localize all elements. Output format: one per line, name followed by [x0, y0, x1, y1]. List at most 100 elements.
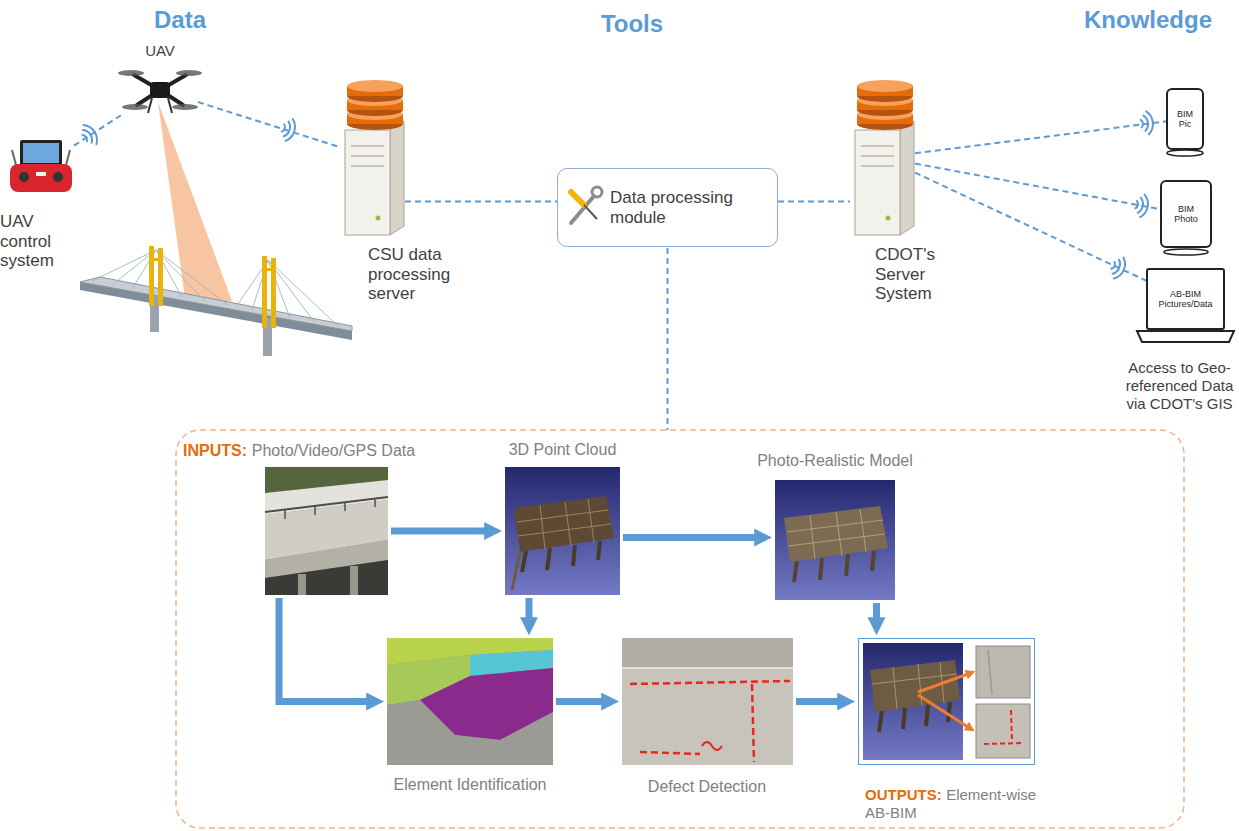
node-label: BIM Pic: [1174, 109, 1196, 130]
drone-icon: [122, 104, 148, 110]
process-arrow: [391, 528, 486, 535]
bridge-illustration: [268, 260, 340, 328]
bridge-illustration: [158, 248, 163, 306]
controller-icon: [10, 140, 72, 192]
defect-detection-image: [630, 681, 790, 684]
bridge-illustration: [156, 250, 228, 305]
point-cloud-image: [588, 499, 594, 542]
tools-icon: [571, 192, 584, 205]
output-model-image: [893, 667, 897, 709]
controller-icon: [12, 150, 16, 165]
uav-beam: [158, 102, 232, 306]
controller-icon: [53, 172, 63, 182]
bridge-illustration: [149, 246, 154, 306]
bridge-illustration: [262, 268, 276, 271]
process-arrow: [796, 698, 839, 705]
photo-realistic-image: [860, 509, 866, 552]
drone-icon: [118, 70, 202, 113]
tools-icon: [571, 187, 602, 223]
bridge-illustration: [80, 282, 352, 340]
text-holder: Access to Geo-referenced Data via CDOT's…: [1122, 359, 1237, 413]
controller-icon: [10, 164, 72, 192]
node-label: AB-BIM Pictures/Data: [1151, 289, 1220, 310]
text-holder: BIM Photo: [1172, 204, 1200, 225]
output-model-image: [948, 702, 950, 722]
server-icon: [855, 80, 914, 235]
node-label: Defect Detection: [604, 778, 810, 796]
input-photo: [314, 506, 316, 515]
point-cloud-image: [517, 499, 611, 549]
image-panel: Defect Detection: [622, 638, 793, 765]
photo-realistic-image: [846, 554, 848, 576]
text-holder: OUTPUTS:Element-wise AB-BIM: [865, 786, 1055, 822]
process-arrow: [526, 598, 533, 619]
element-identification-image: [387, 700, 553, 765]
text-holder: CDOT's Server System: [875, 245, 955, 304]
text-holder: AB-BIM Pictures/Data: [1151, 289, 1220, 310]
point-cloud-image: [517, 510, 608, 522]
point-cloud-image: [565, 502, 571, 546]
controller-icon: [19, 172, 29, 182]
text-holder: UAV: [122, 42, 198, 59]
input-photo: [265, 497, 388, 512]
output-model-image: [918, 664, 922, 706]
uav-beam: [158, 102, 232, 306]
point-cloud-image: [573, 545, 575, 566]
photo-realistic-image: [820, 558, 822, 580]
drone-icon: [148, 98, 152, 113]
point-cloud-image: [547, 548, 550, 570]
text-holder: INPUTS:Photo/Video/GPS Data: [183, 442, 415, 460]
node-label: 3D Point Cloud: [465, 441, 660, 459]
photo-realistic-image: [794, 561, 797, 582]
defect-detection-image: [622, 638, 793, 765]
wireless-link: [198, 102, 340, 147]
node-label: INPUTS:: [183, 442, 247, 459]
uav-node: UAV: [122, 66, 198, 114]
node-label: Data processing module: [610, 188, 767, 227]
text-holder: Defect Detection: [604, 778, 810, 796]
input-photo: [374, 499, 376, 507]
bridge-illustration: [149, 258, 163, 261]
wireless-link: [778, 201, 850, 203]
laptop-device: AB-BIM Pictures/DataAccess to Geo-refere…: [1146, 268, 1225, 330]
device-stands: [1167, 150, 1203, 156]
output-model-image: [879, 711, 882, 732]
wireless-symbol: [279, 117, 297, 143]
tools-icon: [592, 187, 602, 197]
device-stands: [1137, 331, 1234, 342]
point-cloud-image: [512, 552, 520, 590]
input-photo: [265, 467, 388, 595]
controller-icon: [66, 150, 70, 165]
process-arrow: [623, 534, 756, 541]
text-holder: Element Identification: [367, 776, 573, 794]
node-label: Access to Geo-referenced Data via CDOT's…: [1122, 359, 1237, 413]
text-holder: UAV control system: [0, 212, 80, 271]
photo-realistic-image: [872, 551, 874, 571]
output-model-image: [879, 702, 950, 732]
output-model-image: [976, 704, 1030, 758]
input-photo: [265, 540, 388, 578]
defect-detection-image: [622, 638, 793, 668]
node-label: Photo-Realistic Model: [730, 452, 940, 470]
text-holder: Photo-Realistic Model: [730, 452, 940, 470]
input-photo: [298, 574, 306, 595]
node-label: Element Identification: [367, 776, 573, 794]
drone-icon: [150, 82, 170, 98]
output-model-image: [870, 660, 960, 712]
output-model-image: [984, 710, 1024, 744]
image-panel: INPUTS:Photo/Video/GPS Data: [265, 467, 388, 595]
defect-detection-image: [630, 681, 790, 762]
device-stands: [1164, 249, 1208, 255]
input-photo: [284, 510, 286, 519]
point-cloud-image: [540, 505, 545, 549]
photo-realistic-image: [794, 551, 874, 582]
text-holder: CSU data processing server: [368, 245, 468, 304]
output-model-image: [988, 650, 992, 694]
node-label: BIM Photo: [1172, 204, 1200, 225]
server-node: CSU data processing server: [340, 80, 405, 235]
node-label: UAV control system: [0, 212, 80, 271]
server-icon: [345, 80, 404, 235]
bridge-illustration: [156, 250, 205, 301]
node-label: CDOT's Server System: [875, 245, 955, 304]
